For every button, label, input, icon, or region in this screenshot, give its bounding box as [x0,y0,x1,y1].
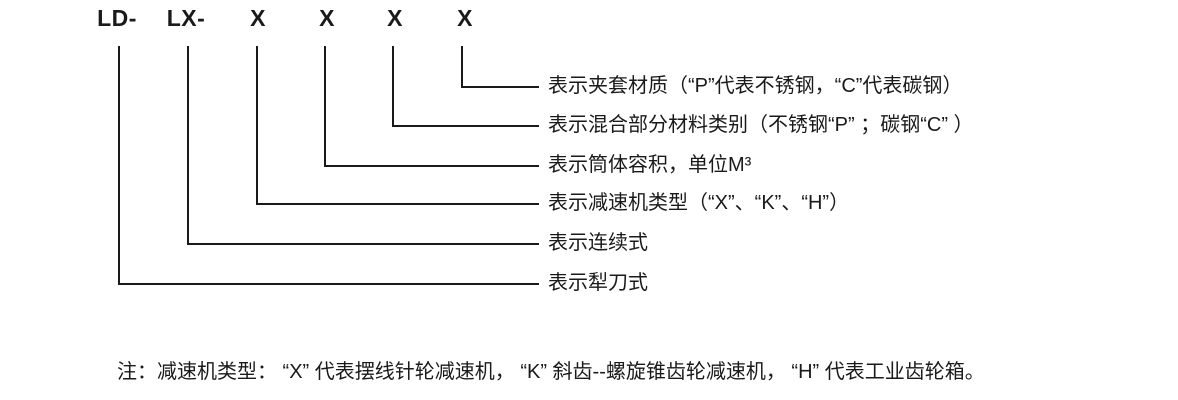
branch-connector-hline [118,283,539,285]
branch-connector-vline [461,46,463,88]
branch-label-reducer-type: 表示减速机类型（“X”、“K”、“H”） [548,192,850,214]
branch-connector-vline [118,46,120,285]
branch-connector-hline [187,243,539,245]
branch-connector-hline [392,125,539,127]
code-segment-x3: X [387,5,403,31]
branch-connector-hline [256,203,539,205]
branch-connector-hline [324,165,539,167]
branch-connector-vline [256,46,258,205]
branch-label-plough-type: 表示犁刀式 [548,272,648,294]
branch-connector-vline [392,46,394,127]
branch-label-jacket-material: 表示夹套材质（“P”代表不锈钢，“C”代表碳钢） [548,75,963,97]
code-segment-lx: LX- [166,5,206,31]
branch-label-barrel-volume: 表示筒体容积，单位M³ [548,154,752,176]
branch-label-mixing-material: 表示混合部分材料类别（不锈钢“P” ；碳钢“C” ） [548,114,974,136]
reducer-type-note: 注：减速机类型： “X” 代表摆线针轮减速机， “K” 斜齿--螺旋锥齿轮减速机… [117,361,985,383]
code-segment-ld: LD- [97,5,137,31]
branch-label-continuous-type: 表示连续式 [548,232,648,254]
code-segment-x2: X [319,5,335,31]
branch-connector-hline [461,86,539,88]
code-segment-x4: X [457,5,473,31]
branch-connector-vline [324,46,326,167]
branch-connector-vline [187,46,189,245]
code-segment-x1: X [250,5,266,31]
